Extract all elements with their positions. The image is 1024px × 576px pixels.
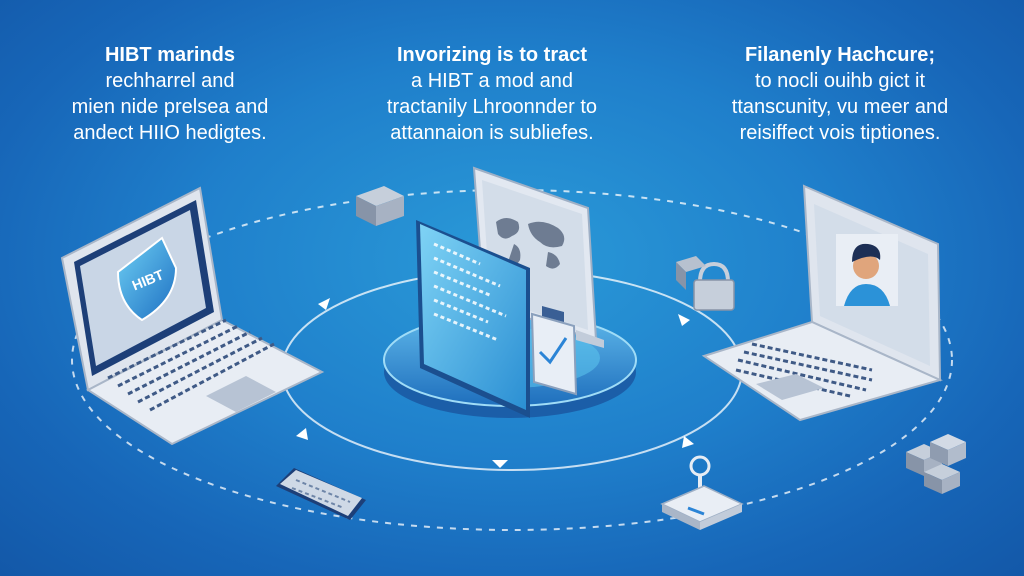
right-laptop — [701, 184, 943, 422]
caption-right-line-2: to nocli ouihb gict it — [754, 70, 926, 92]
orbit-arrow-left — [318, 298, 330, 310]
caption-right-line-4: reisiffect vois tiptiones. — [739, 122, 941, 144]
caption-left-line-1: HIBT marinds — [104, 44, 236, 66]
orbit-arrow-right — [678, 314, 690, 326]
orbit-arrow-lower-left — [296, 428, 308, 440]
user-avatar-icon — [836, 234, 898, 306]
cube-icon — [356, 186, 404, 226]
caption-middle: Invorizing is to tract a HIBT a mod and … — [342, 42, 642, 146]
left-laptop-keyboard — [107, 318, 275, 412]
shield-icon: HIBT — [116, 236, 178, 322]
caption-middle-line-3: tractanily Lhroonnder to — [386, 96, 598, 118]
left-laptop: HIBT — [60, 186, 325, 446]
caption-left-line-2: rechharrel and — [105, 70, 235, 92]
left-laptop-trackpad — [206, 376, 276, 412]
caption-left: HIBT marinds rechharrel and mien nide pr… — [20, 42, 320, 146]
caption-right-line-3: ttanscunity, vu meer and — [731, 96, 949, 118]
key-fob-icon — [660, 455, 744, 530]
cube-cluster-icon — [906, 434, 966, 494]
phone-device — [276, 468, 366, 520]
orbit-arrow-lower-right — [682, 436, 694, 448]
caption-right: Filanenly Hachcure; to nocli ouihb gict … — [690, 42, 990, 146]
padlock-icon — [676, 256, 735, 311]
caption-right-line-1: Filanenly Hachcure; — [744, 44, 936, 66]
caption-middle-line-4: attannaion is subliefes. — [390, 122, 594, 144]
center-front-tablet — [416, 220, 530, 418]
caption-left-line-4: andect HIIO hedigtes. — [73, 122, 267, 144]
orbit-arrow-bottom — [492, 460, 508, 468]
checkmark-icon — [530, 306, 578, 396]
right-laptop-trackpad — [756, 374, 824, 400]
caption-middle-line-2: a HIBT a mod and — [411, 70, 573, 92]
caption-middle-line-1: Invorizing is to tract — [396, 44, 588, 66]
caption-left-line-3: mien nide prelsea and — [71, 96, 269, 118]
